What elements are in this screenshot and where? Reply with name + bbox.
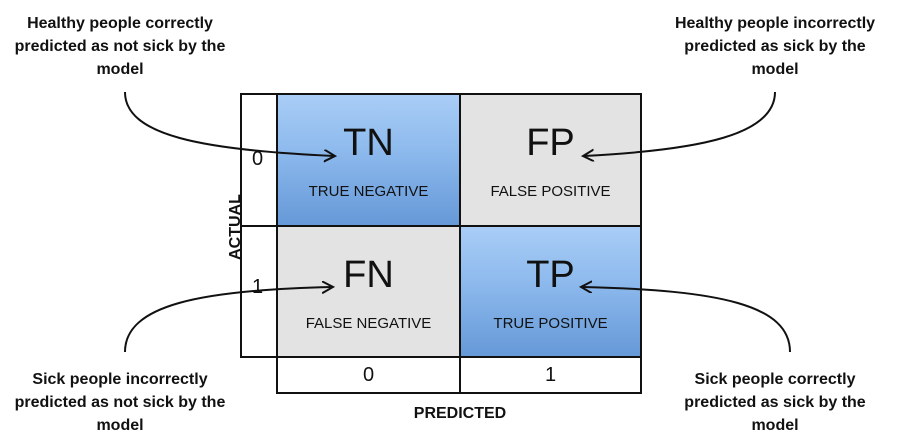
actual-tick-1: 1 (252, 276, 264, 298)
cell-false-positive: FP FALSE POSITIVE (459, 93, 642, 227)
predicted-tick-0: 0 (363, 364, 375, 386)
cell-label-tp: TRUE POSITIVE (493, 315, 608, 332)
cell-true-positive: TP TRUE POSITIVE (459, 225, 642, 358)
cell-true-negative: TN TRUE NEGATIVE (276, 93, 461, 227)
annotation-true-positive: Sick people correctly predicted as sick … (684, 371, 866, 434)
axis-title-actual: ACTUAL (227, 194, 244, 260)
cell-label-fn: FALSE NEGATIVE (305, 315, 432, 332)
cell-abbr-tn: TN (343, 122, 394, 164)
axis-title-predicted: PREDICTED (413, 405, 507, 422)
cell-label-fp: FALSE POSITIVE (490, 183, 611, 200)
annotation-false-positive: Healthy people incorrectly predicted as … (674, 15, 876, 78)
predicted-tick-1: 1 (545, 364, 557, 386)
cell-abbr-fp: FP (526, 122, 575, 164)
cell-false-negative: FN FALSE NEGATIVE (276, 225, 461, 358)
cell-abbr-fn: FN (343, 254, 394, 296)
cell-label-tn: TRUE NEGATIVE (308, 183, 429, 200)
cell-abbr-tp: TP (526, 254, 575, 296)
annotation-true-negative: Healthy people correctly predicted as no… (14, 15, 226, 78)
actual-tick-0: 0 (252, 148, 264, 170)
annotation-false-negative: Sick people incorrectly predicted as not… (14, 371, 226, 434)
